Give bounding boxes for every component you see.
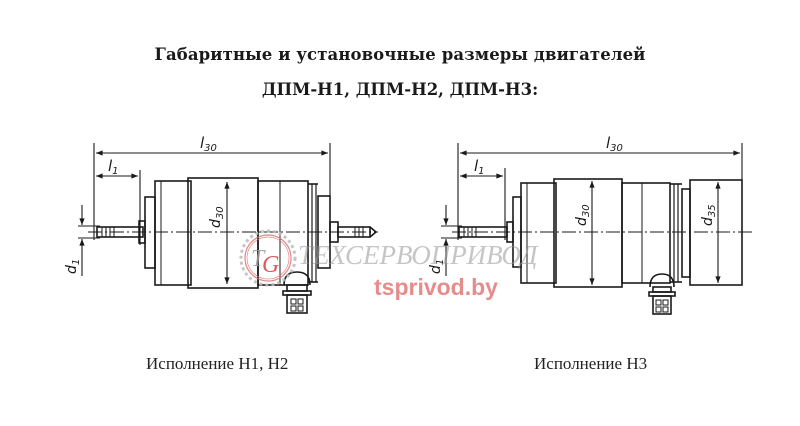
label-d30: d30: [574, 204, 592, 226]
page-title: Габаритные и установочные размеры двигат…: [154, 45, 646, 64]
label-l30: l30: [200, 134, 217, 154]
svg-text:T: T: [251, 246, 266, 272]
watermark-logo: T G: [239, 229, 297, 287]
dimension-labels-h3: l30 l1 d30 d35 d1: [428, 134, 718, 274]
label-d30: d30: [208, 206, 226, 228]
caption-h3: Исполнение Н3: [534, 354, 648, 373]
label-d35: d35: [700, 204, 718, 226]
label-l1: l1: [474, 157, 485, 177]
watermark-url: tsprivod.by: [374, 274, 498, 300]
watermark-company: ТЕХСЕРВОПРИВОД: [298, 240, 538, 270]
label-d1: d1: [64, 259, 82, 274]
label-l30: l30: [606, 134, 623, 154]
diagram-h3: [441, 143, 752, 315]
page-subtitle: ДПМ-Н1, ДПМ-Н2, ДПМ-Н3:: [261, 80, 539, 99]
label-l1: l1: [108, 157, 119, 177]
svg-text:G: G: [262, 252, 279, 278]
diagram-h1-h2: [78, 143, 378, 314]
caption-h1-h2: Исполнение Н1, Н2: [146, 354, 289, 373]
